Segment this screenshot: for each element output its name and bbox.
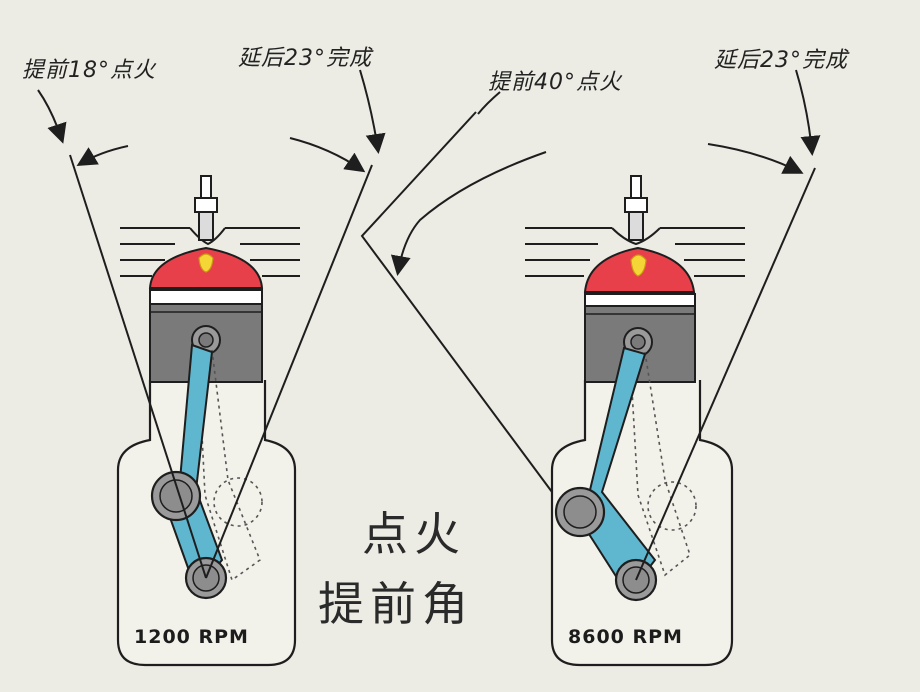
- left-cooling-fins: [120, 227, 300, 277]
- right-cooling-fins: [525, 227, 745, 277]
- center-title-line1: 点火: [362, 507, 466, 561]
- left-advance-pointer: [37, 89, 67, 144]
- right-rotation-arrow-right: [707, 143, 804, 174]
- right-flame: [630, 254, 647, 277]
- left-retard-label: 延后23°完成: [238, 46, 372, 71]
- left-advance-line: [69, 154, 207, 579]
- right-advance-pointer: [477, 91, 501, 115]
- right-retard-label: 延后23°完成: [714, 48, 848, 73]
- left-advance-label: 提前18°点火: [22, 58, 156, 83]
- left-rpm-label: 1200 RPM: [134, 626, 249, 648]
- right-engine: [360, 69, 821, 667]
- right-rotation-arrow-left: [390, 151, 547, 276]
- right-ghost-rod: [629, 351, 697, 577]
- right-rpm-label: 8600 RPM: [568, 626, 683, 648]
- right-advance-label: 提前40°点火: [488, 70, 622, 95]
- left-engine: [37, 69, 386, 667]
- right-crankcase: [550, 380, 734, 667]
- left-rotation-arrow-left: [76, 145, 129, 167]
- left-ghost-rod: [197, 349, 263, 582]
- left-rotation-arrow-right: [289, 137, 366, 173]
- right-spark-plug: [624, 175, 648, 241]
- right-advance-line: [360, 111, 553, 493]
- left-retard-line: [205, 164, 373, 579]
- left-spark-plug: [194, 175, 218, 241]
- left-flame: [198, 253, 214, 273]
- left-retard-pointer: [359, 69, 386, 154]
- center-title-line2: 提前角: [318, 577, 474, 631]
- right-retard-line: [635, 167, 816, 581]
- right-retard-pointer: [795, 69, 821, 156]
